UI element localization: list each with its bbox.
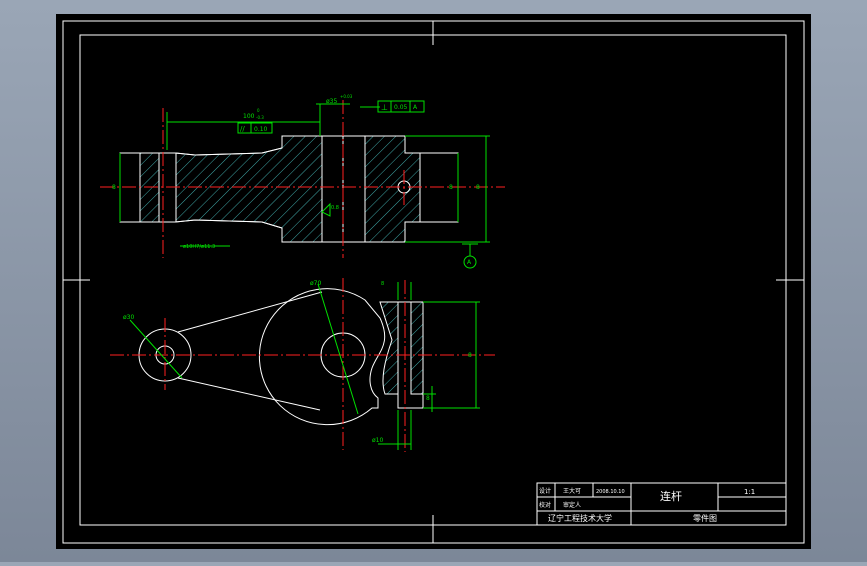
top-dimension-lines <box>129 282 480 450</box>
top-view: ø30 ø70 8 8 8 ø10 <box>110 278 495 452</box>
front-dimension-lines <box>119 100 490 269</box>
drawing-sheet <box>56 14 811 549</box>
tb-school: 辽宁工程技术大学 <box>548 513 612 523</box>
dim-mid-height: 8 <box>449 184 453 191</box>
tb-part-name: 连杆 <box>660 489 682 503</box>
tb-scale: 1:1 <box>744 488 755 496</box>
tb-designer-name: 王大可 <box>563 487 581 495</box>
dia-big-end: ø70 <box>310 280 321 287</box>
tb-checker-label: 校对 <box>539 501 551 509</box>
perp-symbol: ⊥ <box>381 103 388 112</box>
dim-100-lower: -0.3 <box>256 115 264 120</box>
arm-upper-edge <box>177 291 323 333</box>
big-end-outline <box>258 288 386 426</box>
dim-side-thk: 8 <box>426 395 430 402</box>
hatch-shank <box>175 135 323 243</box>
bore-dia: ø35 <box>326 98 337 105</box>
front-section-view: 100 0 -0.3 // 0.10 ø35 +0.03 ⊥ 0.05 A ø1… <box>100 94 505 269</box>
title-block <box>536 482 787 526</box>
tb-drawing-type: 零件图 <box>693 513 717 523</box>
front-centerlines <box>100 100 505 258</box>
bore-tol: +0.03 <box>340 94 353 99</box>
datum-letter: A <box>413 104 418 111</box>
side-block-hatch <box>410 301 424 395</box>
dim-100: 100 <box>243 113 255 120</box>
tb-designer-label: 设计 <box>539 487 551 495</box>
side-hatch-left <box>379 301 399 395</box>
dim-top-slot: 8 <box>381 281 384 287</box>
arm-lower-edge <box>177 377 321 411</box>
dim-left-height: 8 <box>112 184 116 191</box>
tb-checker-name: 审定人 <box>563 501 581 509</box>
dia-small-end: ø30 <box>123 314 134 321</box>
datum-flag: A <box>467 259 472 266</box>
parallelism-value: 0.10 <box>254 126 268 133</box>
parallelism-symbol: // <box>240 125 245 133</box>
top-centerlines <box>110 278 495 452</box>
centering-marks <box>63 21 804 543</box>
dim-side-height: 8 <box>468 352 472 359</box>
dia-left-note: ø10H7/ø11.3 <box>183 244 215 250</box>
hatch-right-boss <box>364 135 421 243</box>
dia-bottom: ø10 <box>372 437 383 444</box>
dim-100-upper: 0 <box>257 108 260 113</box>
tb-date: 2008.10.10 <box>596 489 625 495</box>
dim-right-height: 8 <box>476 184 480 191</box>
surface-note: 0.8 <box>331 205 339 211</box>
perp-value: 0.05 <box>394 104 408 111</box>
